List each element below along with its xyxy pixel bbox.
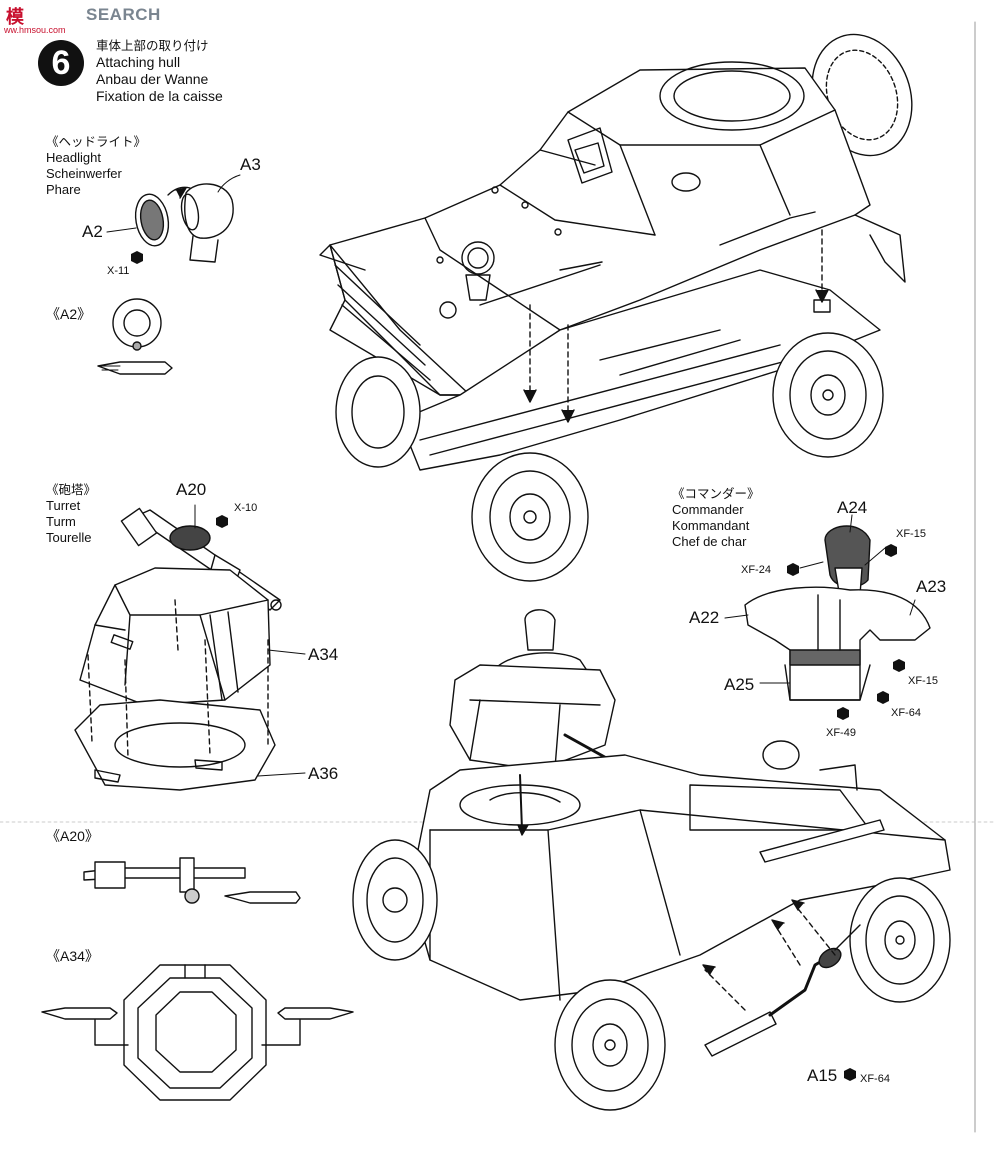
part-label-a20: A20 (176, 480, 207, 499)
a20-detail-drawing (83, 857, 301, 904)
watermark-logo-cn: 模 (6, 7, 25, 28)
step-title-fr: Fixation de la caisse (96, 88, 223, 104)
turret-title-jp: 《砲塔》 (46, 482, 97, 497)
part-label-a2: A2 (82, 222, 103, 241)
commander-title-fr: Chef de char (672, 534, 747, 549)
part-label-a25: A25 (724, 675, 755, 694)
turret-title-de: Turm (46, 514, 76, 529)
chassis-lower-top (335, 229, 884, 582)
paint-label-xf15-top: XF-15 (896, 528, 926, 540)
a2-detail-drawing (97, 298, 173, 375)
headlight-section-title: 《ヘッドライト》 Headlight Scheinwerfer Phare (46, 134, 146, 198)
commander-figure-drawing (744, 525, 931, 701)
vehicle-assembled-bottom (352, 609, 951, 1111)
headlight-title-en: Headlight (46, 150, 101, 165)
part-label-a22: A22 (689, 608, 720, 627)
watermark-url: ww.hmsou.com (4, 25, 66, 35)
commander-section-title: 《コマンダー》 Commander Kommandant Chef de cha… (672, 486, 760, 550)
headlight-title-fr: Phare (46, 182, 81, 197)
commander-title-jp: 《コマンダー》 (672, 486, 760, 501)
watermark-logo-en: SEARCH (86, 5, 161, 24)
headlight-part-drawing (134, 183, 234, 263)
paint-label-x11: X-11 (107, 265, 130, 277)
part-label-a3: A3 (240, 155, 261, 174)
hull-upper-top (319, 33, 913, 396)
part-label-a36: A36 (308, 764, 339, 783)
step-title: 車体上部の取り付け Attaching hull Anbau der Wanne… (96, 37, 223, 105)
turret-exploded-drawing (74, 507, 282, 791)
headlight-title-de: Scheinwerfer (46, 166, 122, 181)
paint-label-xf64-figure: XF-64 (891, 707, 921, 719)
paint-label-xf15-bottom: XF-15 (908, 675, 938, 687)
paint-markers (131, 251, 905, 1081)
a34-detail-drawing (41, 964, 354, 1101)
part-label-a23: A23 (916, 577, 947, 596)
paint-label-xf49: XF-49 (826, 727, 856, 739)
a34-detail-title: 《A34》 (46, 948, 99, 964)
paint-label-x10: X-10 (234, 502, 258, 514)
step-number-badge: 6 (38, 40, 84, 86)
turret-section-title: 《砲塔》 Turret Turm Tourelle (46, 482, 96, 546)
paint-label-xf24: XF-24 (741, 564, 771, 576)
headlight-title-jp: 《ヘッドライト》 (46, 134, 147, 149)
turret-title-fr: Tourelle (46, 530, 92, 545)
paint-label-xf64-exhaust: XF-64 (860, 1073, 890, 1085)
a20-detail-title: 《A20》 (46, 828, 99, 844)
leader-lines (106, 174, 916, 777)
step-title-en: Attaching hull (96, 54, 181, 70)
commander-title-de: Kommandant (672, 518, 750, 533)
part-label-a34: A34 (308, 645, 339, 664)
a2-detail-title: 《A2》 (46, 306, 92, 322)
step-title-jp: 車体上部の取り付け (96, 38, 209, 53)
turret-title-en: Turret (46, 498, 81, 513)
commander-title-en: Commander (672, 502, 744, 517)
step-title-de: Anbau der Wanne (96, 71, 209, 87)
part-label-a15: A15 (807, 1066, 838, 1085)
part-label-a24: A24 (837, 498, 868, 517)
